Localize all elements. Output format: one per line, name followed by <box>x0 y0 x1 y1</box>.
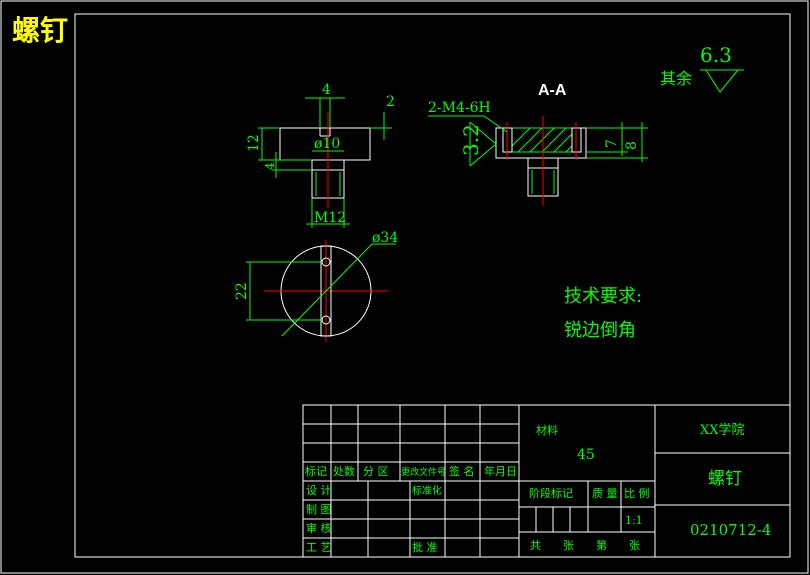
tb-drawing-no: 0210712-4 <box>690 521 771 539</box>
top-view: ø34 22 <box>234 230 398 342</box>
title-block <box>302 404 791 558</box>
tb-row-draw: 制 图 <box>306 503 332 516</box>
section-label: A-A <box>538 82 567 99</box>
dim-surface: 3.2 <box>459 124 483 156</box>
roughness-value: 6.3 <box>700 43 732 67</box>
tb-row-review: 审 核 <box>306 521 332 535</box>
tb-material: 45 <box>577 447 595 463</box>
roughness-label: 其余 <box>660 69 692 88</box>
dim-hole-dia: ø10 <box>314 136 340 152</box>
tb-school: XX学院 <box>700 422 745 438</box>
dim-hole-spacing: 22 <box>234 282 250 300</box>
dim-depth7: 7 <box>604 139 620 148</box>
tb-approve: 批 准 <box>412 540 438 554</box>
dim-thread: M12 <box>314 210 346 226</box>
dim-height2: 4 <box>263 162 277 170</box>
tb-col-date: 年月日 <box>484 464 517 478</box>
dim-top-width: 4 <box>322 82 331 98</box>
tb-material-label: 材料 <box>536 423 558 437</box>
tb-col-zone: 分 区 <box>363 465 389 478</box>
tb-row-design: 设 计 <box>306 484 332 497</box>
tb-footer-sheets2: 张 <box>629 539 640 552</box>
drawing-title: 螺钉 <box>12 14 68 47</box>
tb-weight-label: 质 量 <box>592 487 618 500</box>
tb-footer-no: 第 <box>596 538 607 552</box>
roughness-note: 其余 6.3 <box>660 43 744 93</box>
section-view: A-A 2-M4-6H 3.2 <box>428 82 648 206</box>
tb-row-process: 工 艺 <box>306 541 332 554</box>
tb-scale-label: 比 例 <box>624 486 650 500</box>
tb-footer-total: 共 <box>530 539 541 552</box>
tb-footer-sheets1: 张 <box>563 539 574 552</box>
tb-col-mark: 标记 <box>305 464 327 478</box>
notes-heading: 技术要求: <box>564 286 642 307</box>
dim-outer-dia: ø34 <box>372 230 398 246</box>
tb-col-count: 处数 <box>333 465 355 478</box>
front-view: 4 2 12 4 ø10 M12 <box>246 82 395 228</box>
tb-scale: 1:1 <box>625 514 643 527</box>
dim-thread-spec: 2-M4-6H <box>428 100 491 116</box>
notes-line1: 锐边倒角 <box>564 320 636 341</box>
dim-height: 12 <box>246 134 262 152</box>
dim-depth8: 8 <box>624 141 640 150</box>
tb-stage-label: 阶段标记 <box>529 486 573 500</box>
dim-top-depth: 2 <box>386 94 395 110</box>
title-block-text: 标记 处数 分 区 更改文件号 签 名 年月日 设 计 制 图 审 核 工 艺 … <box>305 422 771 554</box>
tb-col-sign: 签 名 <box>449 464 475 478</box>
tb-part-name: 螺钉 <box>708 469 742 489</box>
tb-standard: 标准化 <box>412 484 442 497</box>
tb-col-change: 更改文件号 <box>401 466 446 478</box>
